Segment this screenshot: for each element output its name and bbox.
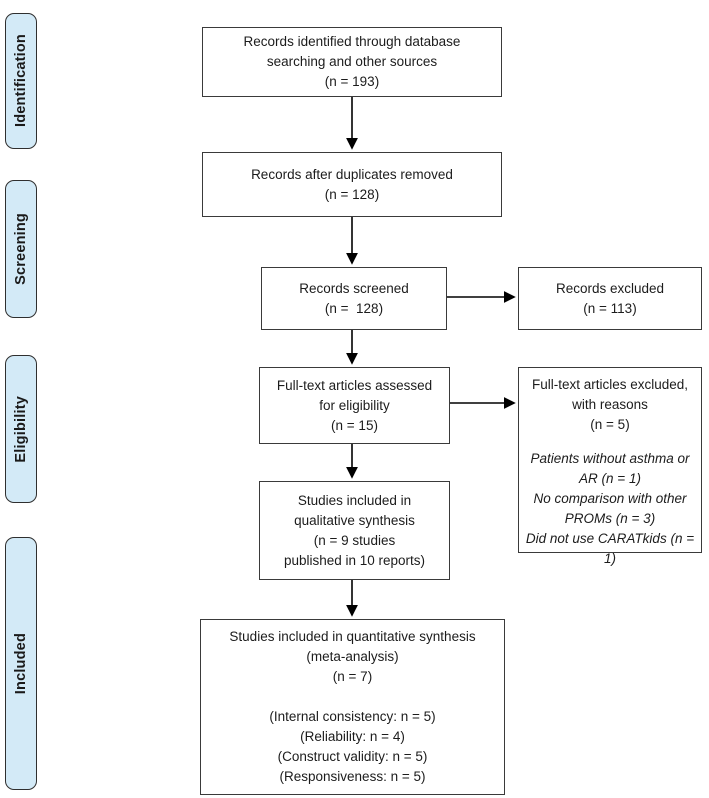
stage-label-screening-text: Screening [13, 213, 29, 285]
box-fulltext-excluded: Full-text articles excluded, with reason… [518, 367, 702, 566]
stage-label-included-text: Included [13, 632, 29, 695]
box-records-excluded-text: Records excluded (n = 113) [555, 280, 665, 316]
stage-label-included: Included [5, 537, 37, 790]
box-records-identified: Records identified through database sear… [202, 27, 502, 97]
box-fulltext-assessed: Full-text articles assessed for eligibil… [259, 367, 450, 444]
box-fulltext-excluded-reasons: Patients without asthma or AR (n = 1) No… [525, 451, 695, 566]
stage-label-identification: Identification [5, 13, 37, 149]
stage-label-identification-text: Identification [13, 34, 29, 128]
box-quantitative-synthesis: Studies included in quantitative synthes… [200, 619, 505, 795]
box-records-identified-text: Records identified through database sear… [243, 34, 461, 89]
box-quantitative-synthesis-text: Studies included in quantitative synthes… [229, 629, 476, 784]
stage-label-screening: Screening [5, 180, 37, 318]
box-fulltext-assessed-text: Full-text articles assessed for eligibil… [276, 377, 433, 433]
stage-label-eligibility-text: Eligibility [13, 395, 29, 463]
box-qualitative-synthesis-text: Studies included in qualitative synthesi… [283, 492, 426, 568]
box-records-after-duplicates-text: Records after duplicates removed (n = 12… [251, 166, 453, 202]
box-fulltext-excluded-title: Full-text articles excluded, with reason… [531, 377, 689, 432]
stage-label-eligibility: Eligibility [5, 355, 37, 503]
box-records-screened: Records screened (n = 128) [261, 267, 447, 330]
box-records-screened-text: Records screened (n = 128) [299, 280, 409, 316]
box-records-after-duplicates: Records after duplicates removed (n = 12… [202, 152, 502, 217]
box-qualitative-synthesis: Studies included in qualitative synthesi… [259, 481, 450, 580]
box-records-excluded: Records excluded (n = 113) [518, 267, 702, 330]
